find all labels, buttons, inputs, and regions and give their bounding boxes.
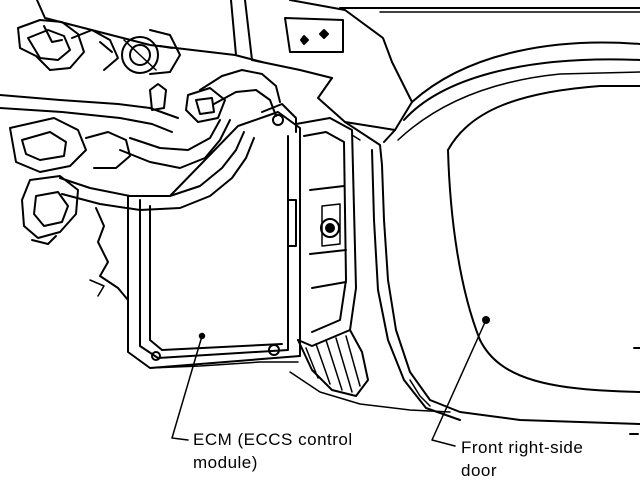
a-pillar <box>317 61 413 166</box>
floor-carpet <box>149 361 451 413</box>
front-door <box>371 41 640 435</box>
ecm-leader-line <box>171 335 203 441</box>
ecm-callout-line2: module) <box>193 453 258 472</box>
door-callout-line1: Front right-side <box>461 438 584 457</box>
door-callout-line2: door <box>461 461 498 480</box>
ecm-module <box>127 103 301 369</box>
ecm-callout-label: ECM (ECCS control module) <box>193 428 353 474</box>
wiring-harness <box>0 19 281 301</box>
callout-leaders <box>171 319 487 447</box>
door-callout-label: Front right-side door <box>461 436 583 482</box>
door-leader-line <box>431 319 487 447</box>
ecm-connector-bracket <box>295 117 369 397</box>
ecm-callout-line1: ECM (ECCS control <box>193 430 353 449</box>
dashboard-upper-panel <box>36 0 640 79</box>
